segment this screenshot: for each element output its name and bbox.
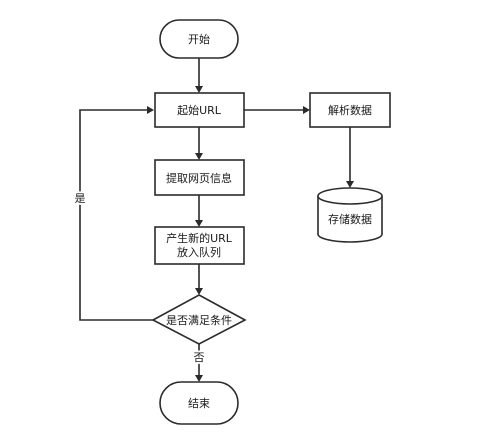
arrowhead-condition <box>195 288 203 295</box>
arrowhead-parse <box>303 106 310 114</box>
new-url-label-line1: 产生新的URL <box>166 231 233 245</box>
store-data-label: 存储数据 <box>328 212 372 226</box>
fetch-page-node: 提取网页信息 <box>154 159 245 196</box>
condition-node: 是否满足条件 <box>151 294 247 345</box>
end-node: 结束 <box>159 381 239 425</box>
arrowhead-new-url <box>195 220 203 227</box>
new-url-label-line2: 放入队列 <box>177 245 221 259</box>
start-label: 开始 <box>188 32 210 46</box>
no-edge-label: 否 <box>194 351 205 364</box>
database-cylinder-icon <box>317 196 383 243</box>
start-node: 开始 <box>159 19 239 59</box>
init-url-node: 起始URL <box>154 92 245 128</box>
parse-data-node: 解析数据 <box>309 92 391 128</box>
parse-data-label: 解析数据 <box>328 103 372 117</box>
arrowhead-fetch <box>195 153 203 160</box>
end-label: 结束 <box>188 397 210 410</box>
new-url-node: 产生新的URL 放入队列 <box>154 226 245 265</box>
fetch-page-label: 提取网页信息 <box>166 171 232 185</box>
arrowhead-init-url <box>195 86 203 93</box>
init-url-label: 起始URL <box>177 103 222 117</box>
arrowhead-end <box>195 375 203 382</box>
edge-condition-loop-to-init-url <box>79 109 153 321</box>
arrowhead-store <box>346 181 354 188</box>
store-data-node: 存储数据 <box>317 187 383 243</box>
condition-label: 是否满足条件 <box>166 313 232 327</box>
arrowhead-loop <box>147 106 154 114</box>
yes-edge-label: 是 <box>75 192 86 205</box>
